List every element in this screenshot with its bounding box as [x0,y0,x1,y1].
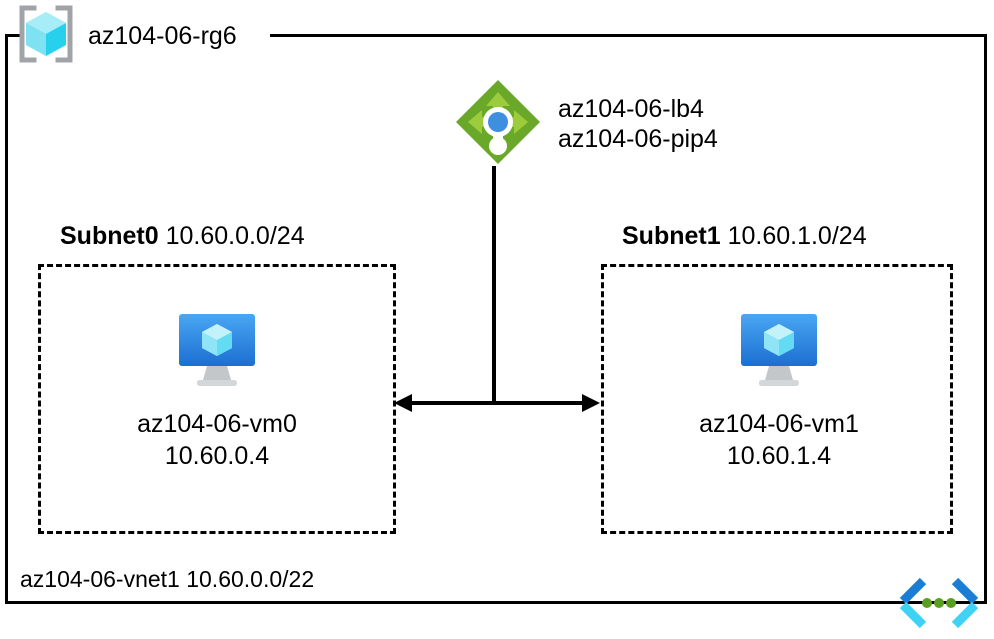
virtual-network-boundary [5,34,987,604]
load-balancer-group: az104-06-lb4 az104-06-pip4 [452,76,792,172]
virtual-network-boundary-top-left-segment [5,34,21,37]
virtual-machine-0: az104-06-vm0 10.60.0.4 [67,310,367,472]
load-balancer-labels: az104-06-lb4 az104-06-pip4 [558,94,718,155]
subnet0-heading: Subnet0 10.60.0.0/24 [60,222,305,251]
virtual-machine-1-name: az104-06-vm1 [699,410,859,438]
resource-group-label: az104-06-rg6 [88,21,237,50]
virtual-machine-1-labels: az104-06-vm1 10.60.1.4 [699,409,859,472]
virtual-machine-1-ip: 10.60.1.4 [726,441,832,470]
load-balancer-name: az104-06-lb4 [558,94,704,123]
subnet0-boundary [38,264,396,534]
resource-group-icon [14,2,78,71]
subnet1-name: Subnet1 [622,222,721,250]
public-ip-name: az104-06-pip4 [558,125,718,153]
subnet1-boundary [601,264,953,534]
resource-group-badge: az104-06-rg6 [14,2,274,70]
virtual-machine-0-ip: 10.60.0.4 [164,441,270,470]
load-balancer-connector-line [492,166,496,404]
virtual-machine-icon [175,310,259,395]
subnet0-name: Subnet0 [60,222,159,250]
virtual-machine-0-name: az104-06-vm0 [137,410,297,438]
virtual-network-icon [893,577,985,635]
subnet0-cidr: 10.60.0.0/24 [165,222,305,250]
load-balancer-icon [452,76,544,173]
virtual-machine-0-labels: az104-06-vm0 10.60.0.4 [137,409,297,472]
subnet1-cidr: 10.60.1.0/24 [727,222,867,250]
virtual-machine-icon [737,310,821,395]
virtual-machine-1: az104-06-vm1 10.60.1.4 [629,310,929,472]
subnet-connector-arrow [392,386,602,420]
virtual-network-label: az104-06-vnet1 10.60.0.0/22 [20,566,315,592]
subnet1-heading: Subnet1 10.60.1.0/24 [622,222,867,251]
virtual-network-boundary-top-right-segment [270,34,987,37]
